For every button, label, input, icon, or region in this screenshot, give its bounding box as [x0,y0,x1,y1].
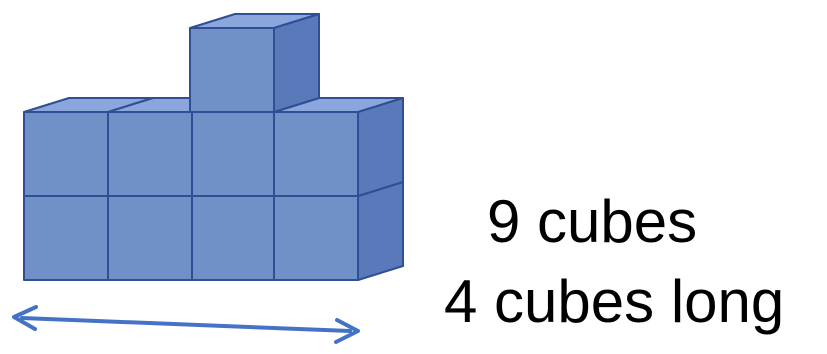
length-arrow [12,305,360,344]
cube-front-face [191,195,277,281]
cube-front-face [23,195,109,281]
cube-front-face [107,195,193,281]
length-arrow-left-head [12,305,38,331]
cube-front-face [273,195,359,281]
cube-front-face [23,111,109,197]
length-arrow-shaft [20,316,352,333]
stacked-cube [189,13,320,113]
cube-stack [23,13,404,281]
cube-side-face [273,13,320,113]
cube-front-face [189,27,275,113]
top-row-cube [273,97,404,197]
bottom-row-cube [23,195,109,281]
bottom-row-cube [107,195,193,281]
cube-side-face [357,97,404,197]
cube-count-label: 9 cubes [487,188,698,255]
cube-front-face [273,111,359,197]
bottom-row-cube [191,195,277,281]
cube-side-face [357,181,404,281]
length-label: 4 cubes long [444,268,785,335]
cube-front-face [107,111,193,197]
cube-front-face [191,111,277,197]
length-arrow-right-head [334,318,360,344]
